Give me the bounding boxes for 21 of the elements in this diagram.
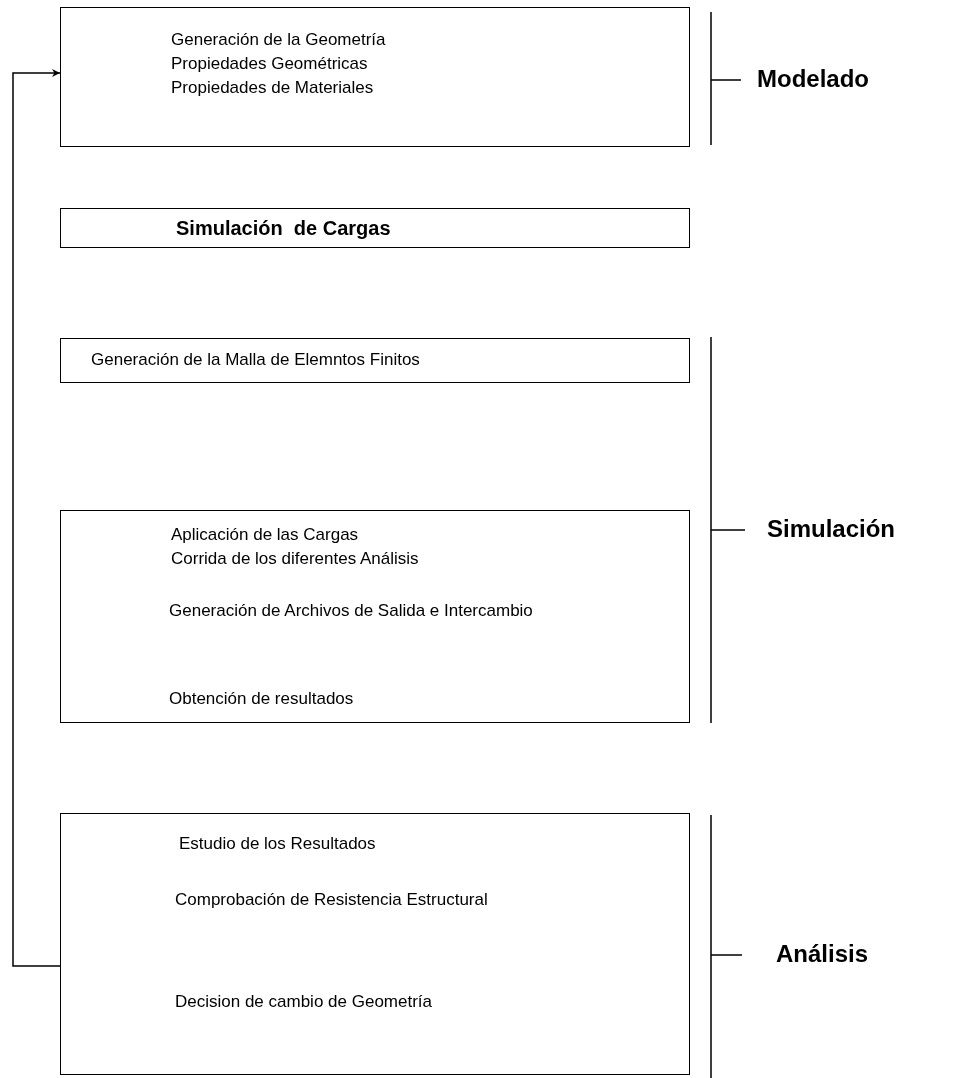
process-box bbox=[60, 510, 690, 723]
box-text: Comprobación de Resistencia Estructural bbox=[175, 889, 489, 911]
box-text: Generación de la Geometría bbox=[171, 29, 387, 51]
box-text: Aplicación de las Cargas bbox=[171, 524, 360, 546]
box-text: Obtención de resultados bbox=[169, 688, 355, 710]
box-text: Simulación de Cargas bbox=[176, 216, 392, 240]
stage-label: Análisis bbox=[776, 940, 869, 968]
box-text: Decision de cambio de Geometría bbox=[175, 991, 434, 1013]
arrow bbox=[12, 69, 61, 967]
box-text: Estudio de los Resultados bbox=[179, 833, 377, 855]
stage-label: Modelado bbox=[757, 65, 869, 93]
process-box bbox=[60, 338, 690, 383]
box-text: Propiedades de Materiales bbox=[171, 77, 375, 99]
process-box bbox=[60, 7, 690, 147]
process-box bbox=[60, 813, 690, 1075]
box-text: Generación de Archivos de Salida e Intercambio bbox=[169, 600, 534, 622]
box-text: Propiedades Geométricas bbox=[171, 53, 369, 75]
box-text: Generación de la Malla de Elemntos Finitos bbox=[91, 349, 421, 371]
stage-label: Simulación bbox=[767, 515, 896, 543]
process-box bbox=[60, 208, 690, 248]
box-text: Corrida de los diferentes Análisis bbox=[171, 548, 420, 570]
